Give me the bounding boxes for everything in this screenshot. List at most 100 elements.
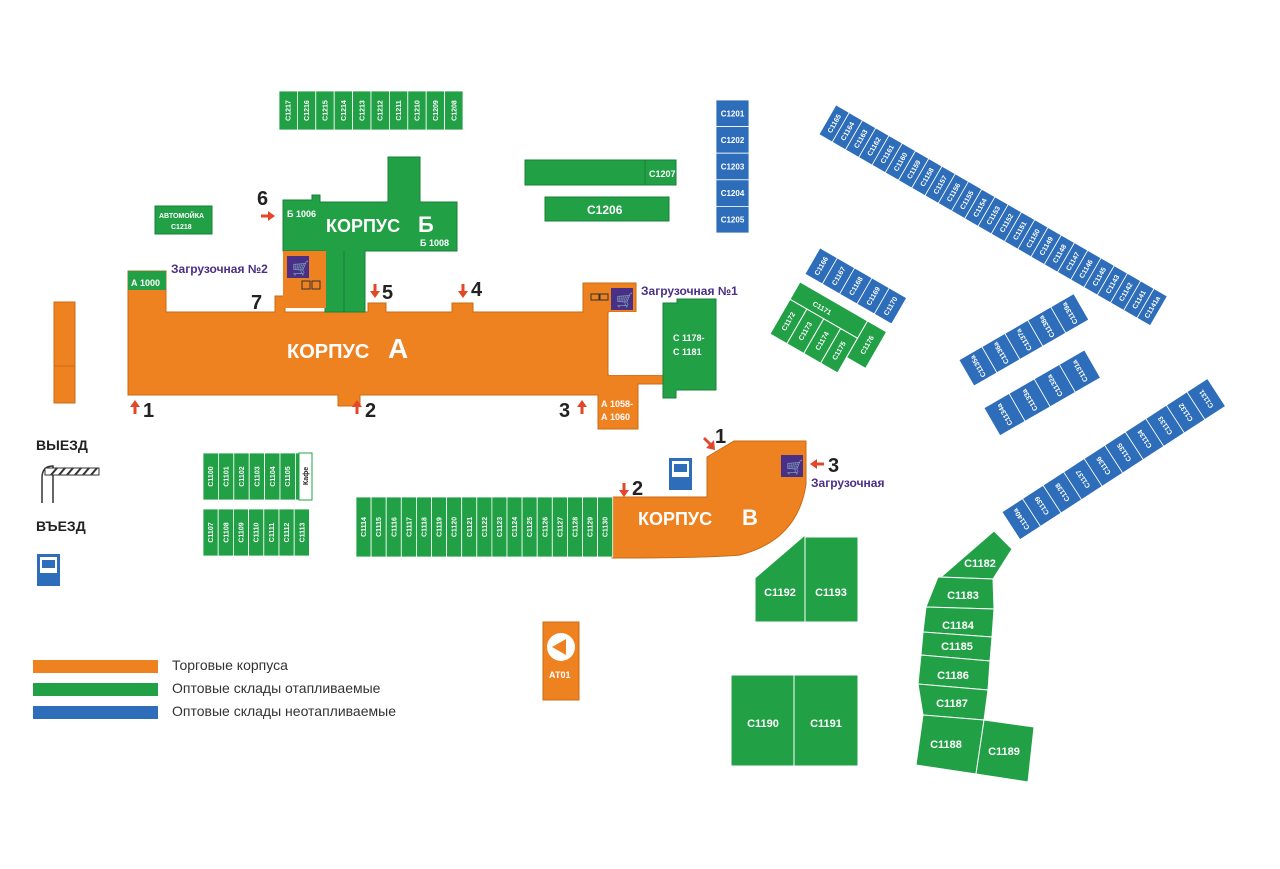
unit-cell[interactable]: С1138 — [1042, 471, 1083, 514]
korpus-a[interactable] — [127, 270, 666, 430]
unit-cell[interactable]: С1173 — [786, 308, 825, 355]
unit-block[interactable]: С1189 — [975, 719, 1035, 783]
unit-cell[interactable]: С1139а — [1050, 293, 1090, 334]
unit-cell[interactable]: С1209 — [425, 90, 445, 131]
unit-cell[interactable]: С1110 — [248, 508, 265, 557]
unit-cell[interactable]: С1113 — [293, 508, 310, 557]
entrance-v-2[interactable]: 2 — [619, 478, 643, 500]
unit-block[interactable]: С1188 — [915, 714, 985, 775]
entrance-v-1[interactable]: 1 — [703, 426, 726, 450]
unit-cell[interactable]: С1216 — [296, 90, 317, 131]
loading-dock-1-icon[interactable]: 🛒 — [611, 288, 633, 310]
unit-cell[interactable]: С1215 — [315, 90, 335, 131]
unit-cell[interactable]: С1213 — [352, 90, 372, 131]
unit-cell[interactable]: С1134 — [1124, 418, 1165, 461]
unit-cell[interactable]: С1108 — [217, 508, 234, 557]
unit-cell[interactable]: С1120 — [446, 496, 463, 558]
unit-cell[interactable]: С1137 — [1063, 458, 1103, 501]
unit-cell[interactable]: С1176 — [845, 320, 888, 370]
unit-cell[interactable]: С1145 — [1083, 257, 1115, 296]
unit-cell[interactable]: С1172 — [769, 298, 808, 345]
unit-block[interactable]: С1193 — [804, 536, 859, 623]
entrance-a-7-marker[interactable]: 7 — [0, 0, 11, 5]
unit-cell[interactable]: С1136 — [1083, 444, 1124, 487]
unit-cell[interactable]: С1155 — [950, 180, 983, 220]
unit-cell[interactable]: С1100 — [202, 452, 219, 501]
unit-cell[interactable]: С1211 — [389, 90, 409, 131]
unit-cell[interactable]: С1214 — [333, 90, 354, 131]
unit-cell[interactable]: С1146 — [1070, 249, 1102, 288]
unit-cell[interactable]: С1124 — [506, 496, 523, 558]
unit-cell[interactable]: С1141а — [1136, 288, 1168, 327]
unit-cell[interactable]: С1126 — [536, 496, 553, 558]
unit-cell[interactable]: С1165 — [818, 104, 850, 143]
entrance-v-3[interactable]: 3 — [810, 455, 839, 477]
unit-cell[interactable]: С1169 — [856, 277, 890, 315]
unit-cell[interactable]: С1128 — [566, 496, 583, 558]
unit-cell[interactable]: С1129 — [582, 496, 599, 558]
entrance-a-4[interactable]: 4 — [458, 279, 483, 301]
entrance-a-1[interactable]: 1 — [130, 400, 154, 422]
unit-cell[interactable]: С1203 — [715, 152, 750, 181]
unit-cell[interactable]: С1105 — [279, 452, 296, 501]
unit-cell[interactable]: С1127 — [551, 496, 568, 558]
unit-cell[interactable]: С1111 — [263, 508, 280, 557]
bus-stop-icon-main[interactable] — [669, 458, 692, 490]
entrance-a-3[interactable]: 3 — [559, 400, 587, 422]
carwash-building[interactable] — [154, 205, 213, 235]
unit-block[interactable]: С1182 — [939, 530, 1013, 580]
unit-cell[interactable]: С1162 — [858, 127, 890, 166]
unit-cell[interactable]: С1130 — [597, 496, 614, 558]
unit-cell[interactable]: С1142 — [1109, 272, 1142, 311]
unit-cell[interactable]: С1125 — [521, 496, 538, 558]
unit-cell[interactable]: С1141 — [1123, 280, 1155, 319]
unit-cell[interactable]: С1133 — [1145, 404, 1185, 447]
unit-cell[interactable]: С1115 — [370, 496, 387, 558]
entrance-a-5[interactable]: 5 — [370, 282, 393, 304]
unit-block[interactable]: С1191 — [793, 674, 859, 767]
unit-cell[interactable]: С1204 — [715, 179, 750, 207]
unit-cell[interactable]: С1147 — [1056, 242, 1089, 281]
bus-stop-icon-legend[interactable] — [37, 554, 60, 586]
unit-block[interactable]: С1184 — [922, 606, 995, 638]
loading-dock-v-icon[interactable]: 🛒 — [781, 455, 803, 477]
unit-cell[interactable]: С1174 — [803, 318, 842, 364]
entrance-a-7[interactable]: 7 — [251, 292, 262, 314]
cafe-cell[interactable]: Кафе — [298, 452, 313, 501]
c1178-building[interactable] — [662, 298, 717, 399]
unit-cell[interactable]: С1151 — [1003, 211, 1036, 250]
unit-cell[interactable]: С1139 — [1021, 484, 1062, 527]
entrance-a-6[interactable]: 6 — [257, 188, 275, 221]
unit-cell[interactable]: С1168 — [839, 267, 873, 305]
unit-cell[interactable]: С1119 — [431, 496, 448, 558]
unit-block[interactable]: С1190 — [730, 674, 795, 767]
unit-cell[interactable]: С1104 — [264, 452, 281, 501]
unit-block[interactable]: С1183 — [925, 576, 995, 610]
unit-cell[interactable]: С1170 — [873, 287, 908, 325]
unit-cell[interactable]: С1159 — [897, 150, 930, 189]
unit-cell[interactable]: С1116 — [385, 496, 402, 558]
small-orange-building[interactable] — [53, 301, 76, 404]
unit-cell[interactable]: С1121 — [461, 496, 478, 558]
unit-cell[interactable]: С1112 — [278, 508, 295, 557]
unit-cell[interactable]: С1148 — [1043, 234, 1076, 273]
unit-cell[interactable]: С1153 — [977, 196, 1009, 235]
unit-cell[interactable]: С1114 — [355, 496, 372, 558]
entrance-a-2[interactable]: 2 — [352, 400, 376, 422]
unit-block[interactable]: С1185 — [920, 631, 993, 662]
unit-cell[interactable]: С1101 — [217, 452, 235, 501]
unit-cell[interactable]: С1217 — [278, 90, 298, 131]
unit-cell[interactable]: С1131а — [1058, 349, 1102, 393]
unit-cell[interactable]: С1102 — [233, 452, 250, 501]
c1207-building[interactable] — [524, 159, 677, 186]
unit-cell[interactable]: С1167 — [821, 257, 856, 295]
unit-cell[interactable]: С1158 — [911, 158, 943, 197]
unit-block[interactable]: С1187 — [917, 683, 989, 721]
unit-cell[interactable]: С1103 — [248, 452, 266, 501]
c1206-building[interactable] — [544, 196, 670, 222]
unit-cell[interactable]: С1212 — [370, 90, 390, 131]
unit-cell[interactable]: С1117 — [400, 496, 417, 558]
unit-cell[interactable]: С1202 — [715, 126, 750, 154]
unit-cell[interactable]: С1205 — [715, 205, 750, 234]
unit-block[interactable]: С1186 — [917, 654, 991, 691]
